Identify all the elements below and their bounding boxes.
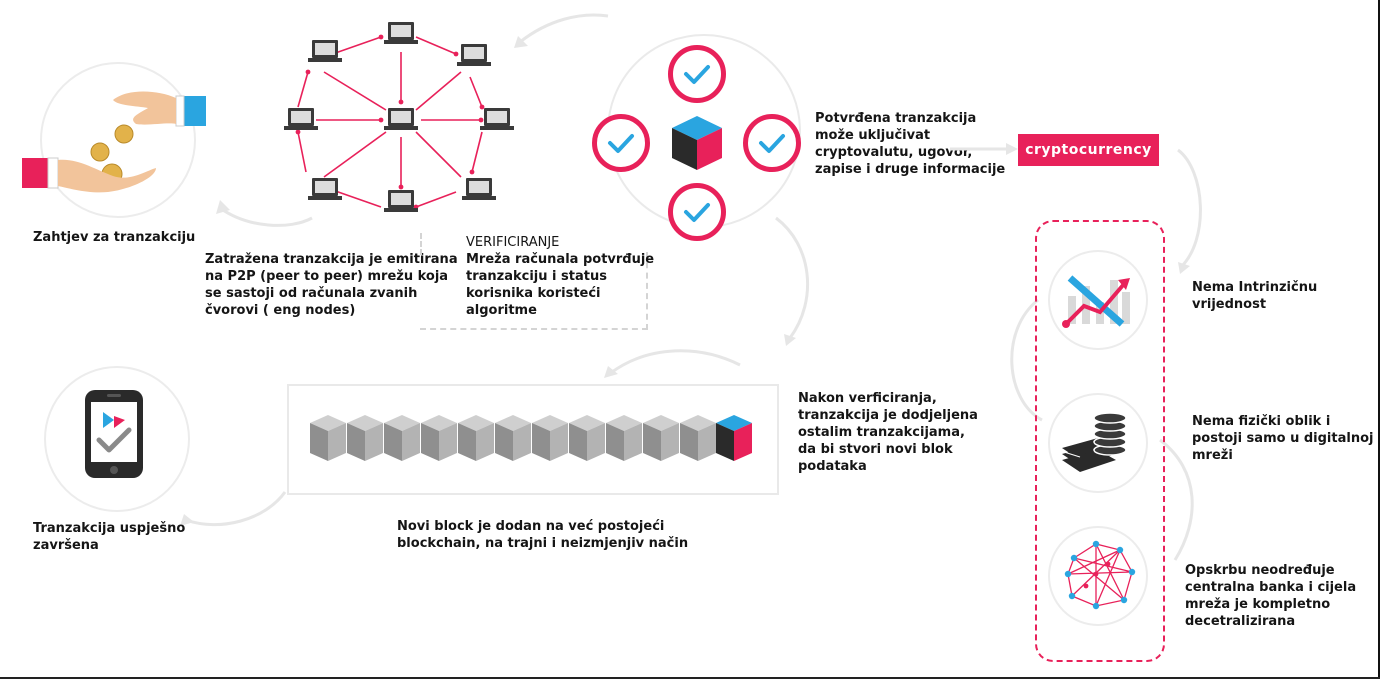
arc-chain-to-complete — [185, 491, 287, 527]
arc-verify-to-chain — [775, 216, 809, 339]
verify-dashed-box — [420, 252, 648, 330]
arc-verify-to-network — [519, 13, 609, 44]
value-chart-icon — [1062, 275, 1130, 328]
arc-features-left — [1010, 298, 1043, 422]
check-left — [592, 114, 650, 172]
complete-label: Tranzakcija uspješno završena — [33, 521, 186, 553]
phone-check-icon — [85, 390, 143, 478]
check-right — [743, 114, 801, 172]
frame-right-edge — [1378, 0, 1380, 679]
chain-added-label: Novi block je dodan na već postojeći blo… — [397, 519, 689, 551]
verify-body: Mreža računala potvrđuje tranzakciju i s… — [466, 252, 655, 318]
check-bottom — [668, 183, 726, 241]
frame-bottom-edge — [0, 677, 1380, 679]
verify-title: VERIFICIRANJE — [466, 235, 560, 250]
arc-badge-to-features — [1177, 148, 1202, 270]
coin-stack-icon — [1062, 412, 1127, 472]
arc-features-right — [1159, 438, 1194, 561]
feature-circle-2 — [1048, 393, 1148, 493]
check-top — [668, 45, 726, 103]
feature-1-label: Nema Intrinzičnu vrijednost — [1192, 280, 1318, 312]
features-dashed-box — [1035, 220, 1165, 662]
check-cube-icon — [672, 116, 722, 170]
hands-coins-icon — [22, 91, 206, 193]
new-block-label: Nakon verficiranja, tranzakcija je dodje… — [798, 391, 978, 474]
arrow-to-badge — [950, 143, 1018, 155]
arc-chain-top — [611, 349, 741, 374]
validated-label: Potvrđena tranzakcija može uključivat cr… — [815, 111, 1006, 177]
verify-connector — [420, 233, 422, 255]
block-chain-icon — [310, 415, 752, 461]
arc-network-to-request — [219, 206, 313, 227]
feature-3-label: Opskrbu neodređuje centralna banka i cij… — [1185, 563, 1357, 629]
request-label: Zahtjev za tranzakciju — [33, 230, 196, 245]
feature-circle-1 — [1048, 250, 1148, 350]
feature-2-label: Nema fizički oblik i postoji samo u digi… — [1192, 414, 1374, 463]
computer-network-icon — [284, 22, 514, 212]
network-mesh-icon — [1064, 540, 1136, 610]
cryptocurrency-badge: cryptocurrency — [1018, 134, 1159, 166]
broadcast-label: Zatražena tranzakcija je emitirana na P2… — [205, 252, 458, 318]
